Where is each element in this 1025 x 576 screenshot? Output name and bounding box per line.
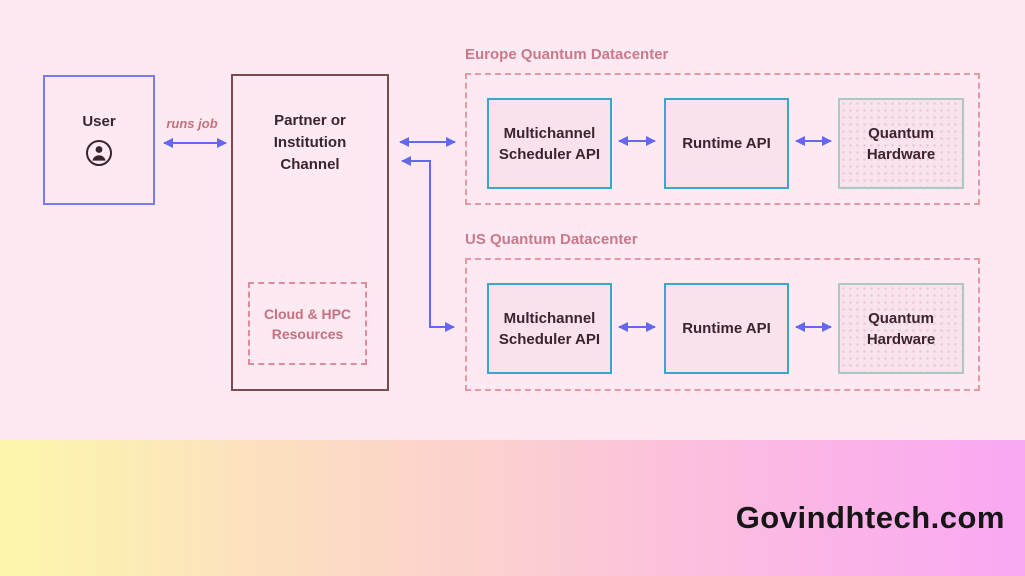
cloud-hpc-box: Cloud & HPC Resources bbox=[248, 282, 367, 365]
us-quantum-hardware-box: Quantum Hardware bbox=[838, 283, 964, 374]
node-label: Multichannel Scheduler API bbox=[498, 309, 601, 348]
europe-datacenter-title: Europe Quantum Datacenter bbox=[465, 46, 669, 63]
us-datacenter-title: US Quantum Datacenter bbox=[465, 231, 638, 248]
us-runtime-api-box: Runtime API bbox=[664, 283, 789, 374]
node-label: Runtime API bbox=[682, 320, 771, 337]
europe-quantum-hardware-box: Quantum Hardware bbox=[838, 98, 964, 189]
footer-banner: Govindhtech.com bbox=[0, 440, 1025, 576]
partner-channel-box: Partner or Institution Channel Cloud & H… bbox=[231, 74, 389, 391]
europe-runtime-api-box: Runtime API bbox=[664, 98, 789, 189]
node-label: Quantum Hardware bbox=[866, 124, 936, 163]
us-datacenter-container: Multichannel Scheduler API Runtime API Q… bbox=[465, 258, 980, 391]
us-multichannel-scheduler-api-box: Multichannel Scheduler API bbox=[487, 283, 612, 374]
person-icon bbox=[85, 139, 113, 167]
partner-channel-label: Partner or Institution Channel bbox=[273, 112, 347, 173]
node-label: Multichannel Scheduler API bbox=[498, 124, 601, 163]
user-box: User bbox=[43, 75, 155, 205]
europe-datacenter-container: Multichannel Scheduler API Runtime API Q… bbox=[465, 73, 980, 205]
europe-multichannel-scheduler-api-box: Multichannel Scheduler API bbox=[487, 98, 612, 189]
node-label: Runtime API bbox=[682, 135, 771, 152]
node-label: Quantum Hardware bbox=[866, 309, 936, 348]
cloud-hpc-label: Cloud & HPC Resources bbox=[263, 305, 352, 342]
runs-job-label: runs job bbox=[166, 116, 218, 131]
partner-us-elbow-arrow bbox=[401, 156, 455, 332]
user-label: User bbox=[82, 113, 116, 130]
brand-name: Govindhtech.com bbox=[735, 500, 1005, 535]
